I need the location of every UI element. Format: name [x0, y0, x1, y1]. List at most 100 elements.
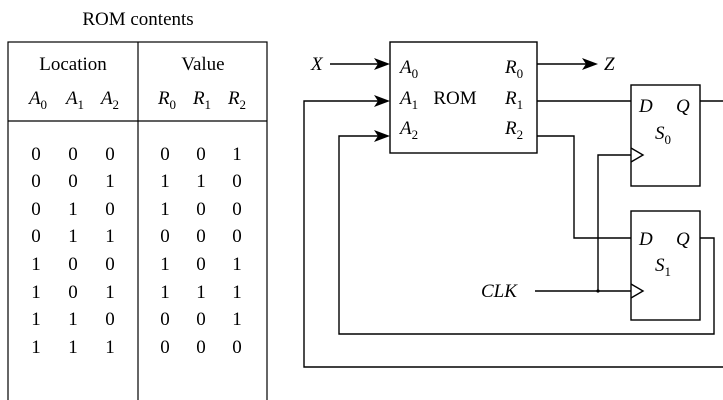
value-cell-r1: 0 — [196, 254, 206, 275]
location-cell-a2: 1 — [105, 282, 115, 303]
location-cell-a1: 0 — [68, 282, 78, 303]
location-cell-a2: 0 — [105, 144, 115, 165]
value-cell-r0: 1 — [160, 254, 170, 275]
ff1-clock-triangle-icon — [630, 283, 645, 299]
input-x-label: X — [310, 54, 324, 75]
ff0-d-label: D — [638, 96, 653, 117]
wire-q1-to-a2 — [338, 135, 715, 335]
table-row: 1 1 1 0 0 0 — [31, 337, 242, 358]
header-value-col-0: R0 — [157, 88, 176, 112]
circuit-diagram: ROM A0 A1 A2 R0 R1 R2 X Z D Q S0 D Q S1 … — [303, 41, 723, 368]
value-cell-r2: 0 — [232, 337, 242, 358]
table-row: 0 0 1 1 1 0 — [31, 171, 242, 192]
wire-q0-to-a1 — [303, 100, 723, 368]
wire-clk-to-ff0 — [597, 154, 631, 291]
value-cell-r1: 1 — [196, 282, 206, 303]
location-cell-a0: 1 — [31, 254, 41, 275]
location-cell-a0: 0 — [31, 144, 41, 165]
arrow-a2-icon — [374, 130, 390, 142]
rom-output-r1: R1 — [504, 88, 523, 112]
header-value-col-1: R1 — [192, 88, 211, 112]
location-cell-a2: 0 — [105, 199, 115, 220]
ff0-q-label: Q — [676, 96, 690, 117]
location-cell-a0: 1 — [31, 282, 41, 303]
value-cell-r0: 0 — [160, 337, 170, 358]
flipflop-s1 — [630, 210, 701, 321]
flipflop-s0 — [630, 84, 701, 187]
location-cell-a1: 1 — [68, 199, 78, 220]
value-cell-r1: 0 — [196, 337, 206, 358]
value-cell-r2: 0 — [232, 199, 242, 220]
table-row: 1 0 0 1 0 1 — [31, 254, 242, 275]
value-cell-r2: 0 — [232, 171, 242, 192]
table-row: 0 1 1 0 0 0 — [31, 226, 242, 247]
value-cell-r1: 0 — [196, 226, 206, 247]
value-cell-r2: 1 — [232, 282, 242, 303]
value-cell-r2: 0 — [232, 226, 242, 247]
table-row: 1 0 1 1 1 1 — [31, 282, 242, 303]
location-cell-a1: 1 — [68, 309, 78, 330]
location-cell-a2: 1 — [105, 226, 115, 247]
table-caption: ROM contents — [82, 9, 193, 30]
location-cell-a0: 1 — [31, 309, 41, 330]
value-cell-r1: 0 — [196, 144, 206, 165]
rom-label: ROM — [433, 88, 476, 109]
header-value-col-2: R2 — [227, 88, 246, 112]
arrow-x-icon — [374, 58, 390, 70]
table-row: 1 1 0 0 0 1 — [31, 309, 242, 330]
location-cell-a2: 0 — [105, 309, 115, 330]
location-cell-a0: 0 — [31, 226, 41, 247]
value-column-headers: R0 R1 R2 — [157, 88, 246, 112]
location-cell-a1: 0 — [68, 144, 78, 165]
location-cell-a2: 1 — [105, 171, 115, 192]
rom-output-r0: R0 — [504, 57, 523, 81]
table-row: 0 1 0 1 0 0 — [31, 199, 242, 220]
value-cell-r0: 0 — [160, 309, 170, 330]
ff1-d-label: D — [638, 229, 653, 250]
ff0-clock-triangle-icon — [630, 147, 645, 163]
value-cell-r2: 1 — [232, 254, 242, 275]
arrow-z-icon — [582, 58, 598, 70]
header-location: Location — [39, 54, 107, 75]
rom-output-r2: R2 — [504, 118, 523, 142]
location-cell-a1: 1 — [68, 337, 78, 358]
clock-label: CLK — [481, 281, 518, 302]
value-cell-r2: 1 — [232, 144, 242, 165]
value-cell-r0: 1 — [160, 171, 170, 192]
header-value: Value — [181, 54, 224, 75]
value-cell-r1: 0 — [196, 199, 206, 220]
ff1-name-label: S1 — [655, 255, 671, 279]
value-cell-r0: 1 — [160, 282, 170, 303]
location-cell-a0: 1 — [31, 337, 41, 358]
location-cell-a0: 0 — [31, 199, 41, 220]
location-cell-a1: 0 — [68, 254, 78, 275]
value-cell-r1: 1 — [196, 171, 206, 192]
location-cell-a0: 0 — [31, 171, 41, 192]
ff0-name-label: S0 — [655, 123, 671, 147]
rom-block — [389, 41, 538, 154]
table-row: 0 0 0 0 0 1 — [31, 144, 242, 165]
value-cell-r1: 0 — [196, 309, 206, 330]
location-cell-a2: 1 — [105, 337, 115, 358]
wire-r2-to-d1 — [537, 135, 631, 239]
rom-input-a2: A2 — [398, 118, 418, 142]
header-location-col-2: A2 — [99, 88, 119, 112]
ff1-q-label: Q — [676, 229, 690, 250]
location-cell-a1: 0 — [68, 171, 78, 192]
rom-input-a0: A0 — [398, 57, 418, 81]
location-column-headers: A0 A1 A2 — [27, 88, 119, 112]
value-cell-r0: 0 — [160, 226, 170, 247]
value-cell-r0: 0 — [160, 144, 170, 165]
clk-junction — [596, 289, 600, 293]
arrow-a1-icon — [374, 95, 390, 107]
location-cell-a1: 1 — [68, 226, 78, 247]
header-location-col-1: A1 — [64, 88, 84, 112]
rom-input-a1: A1 — [398, 88, 418, 112]
value-cell-r2: 1 — [232, 309, 242, 330]
header-location-col-0: A0 — [27, 88, 47, 112]
value-cell-r0: 1 — [160, 199, 170, 220]
location-cell-a2: 0 — [105, 254, 115, 275]
